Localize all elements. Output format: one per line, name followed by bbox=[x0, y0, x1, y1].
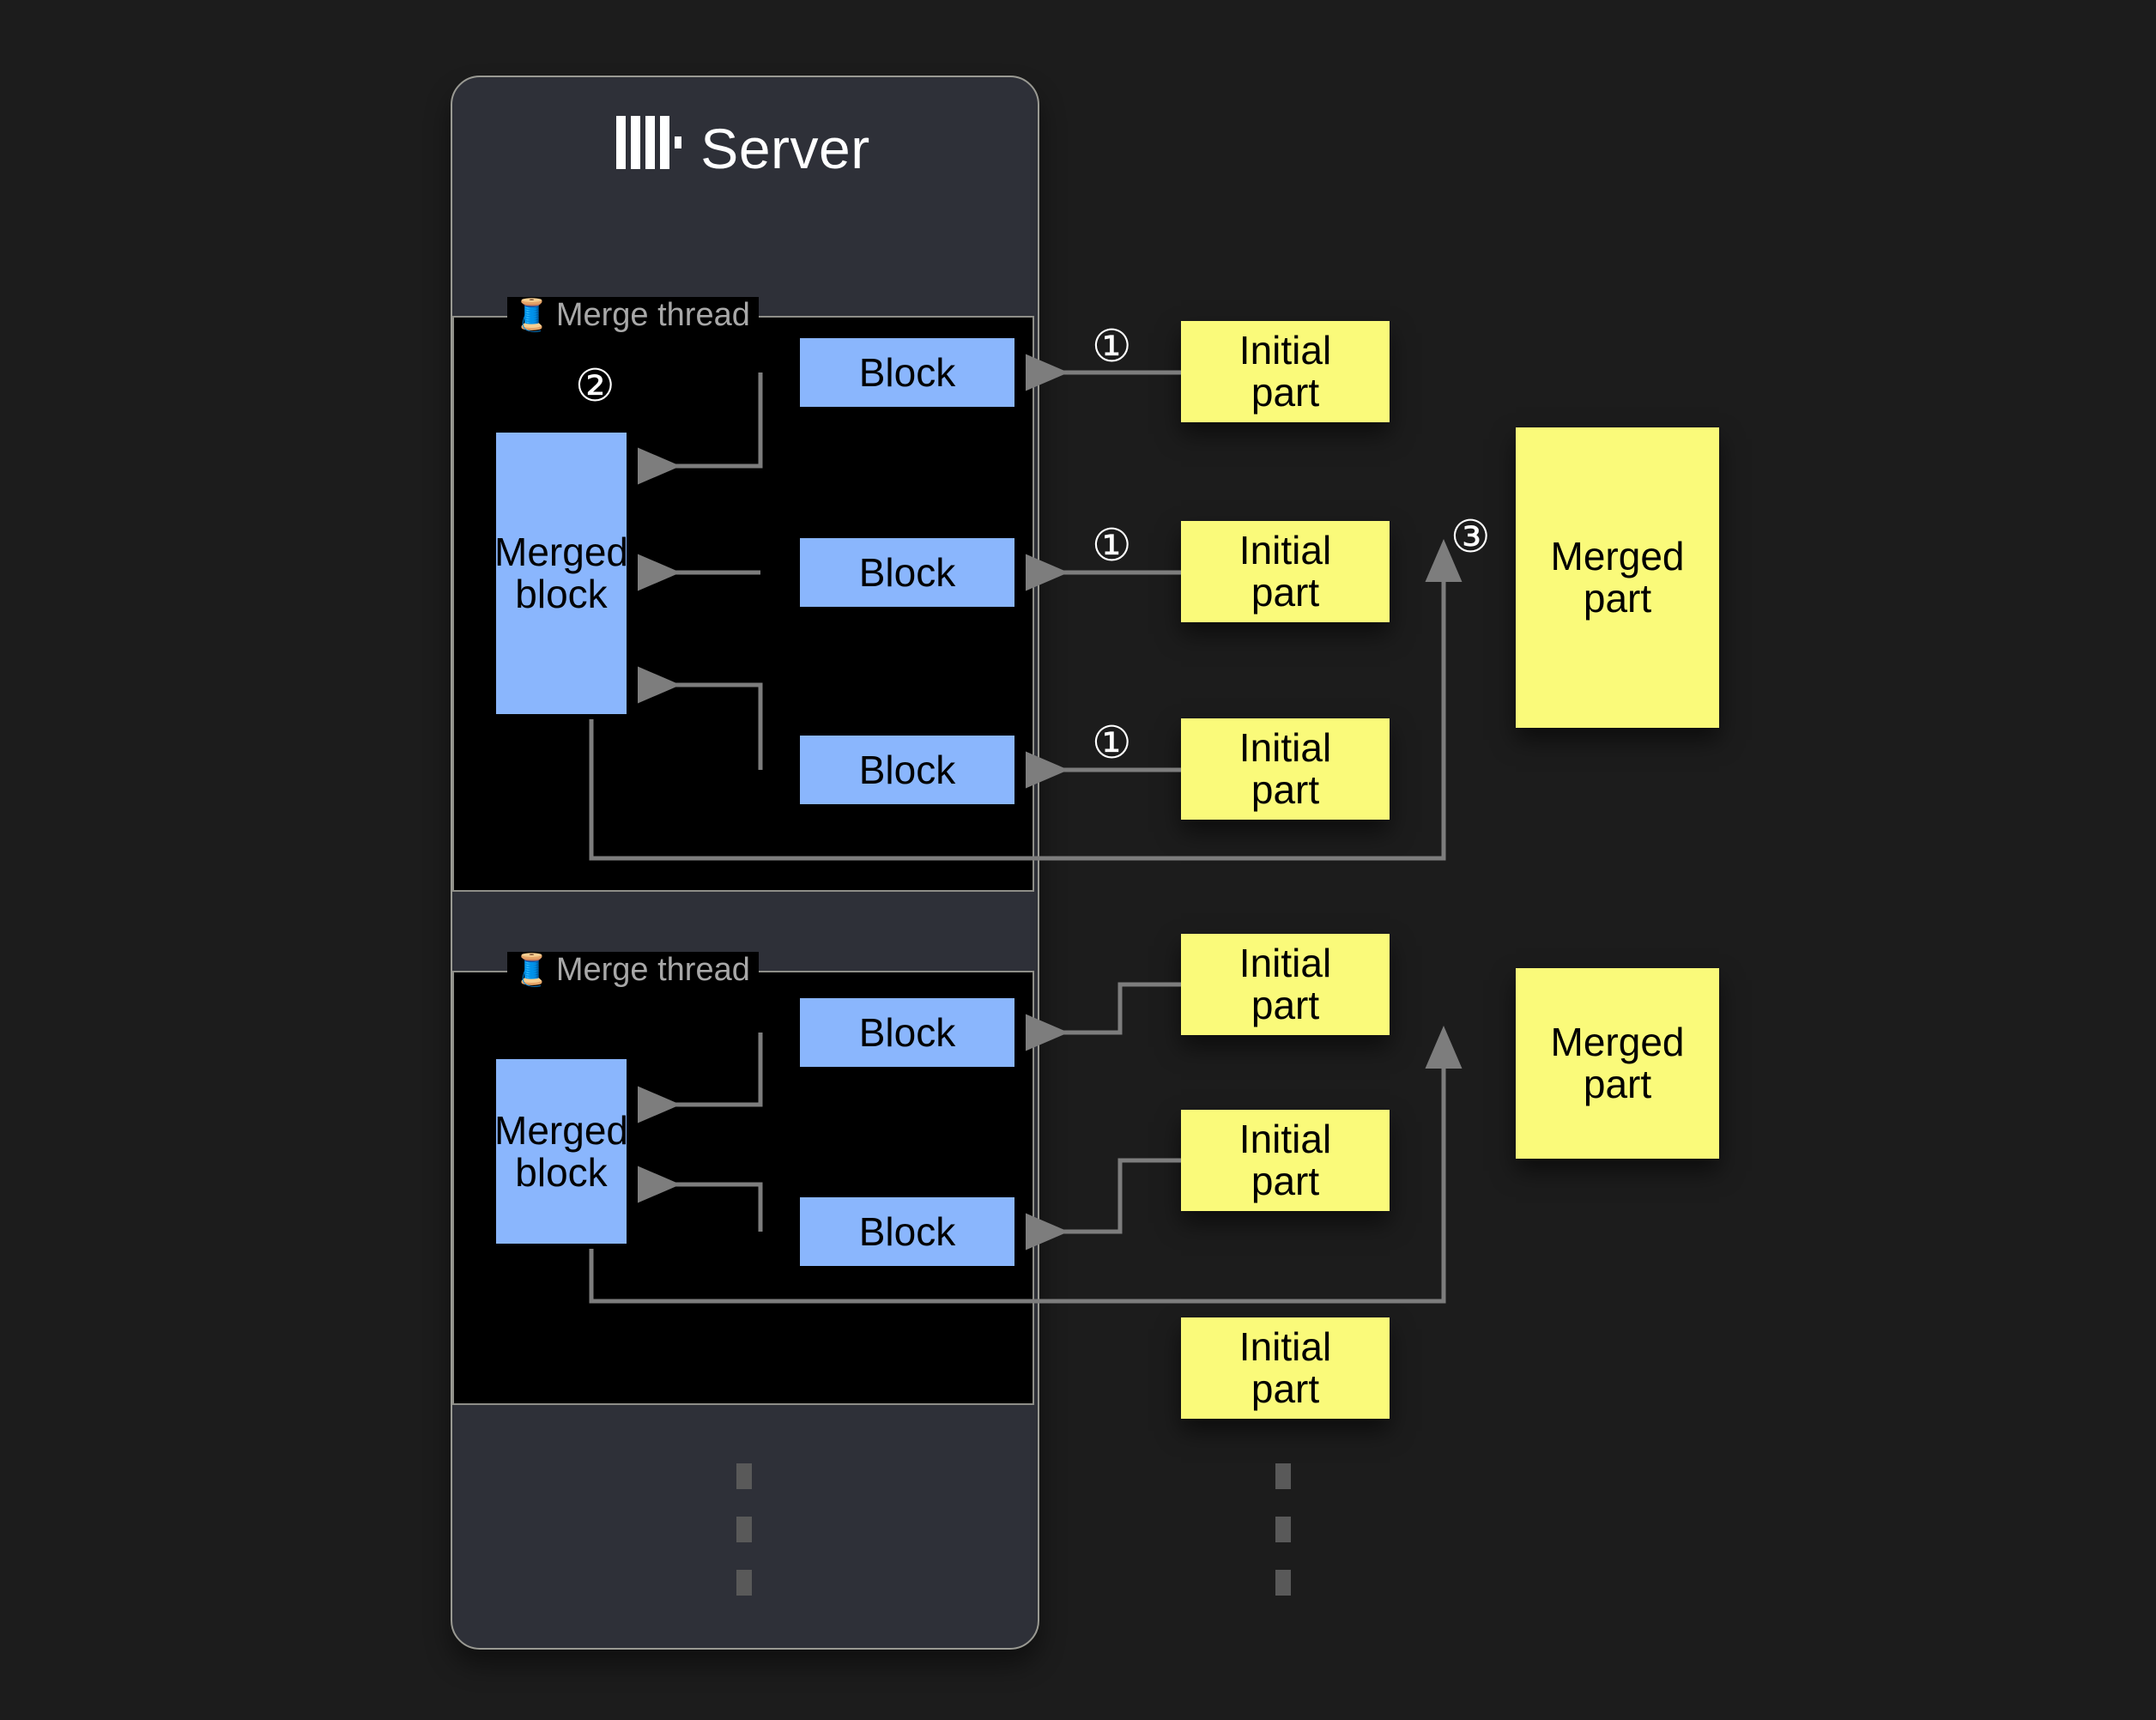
thread-spool-icon: 🧵 bbox=[512, 297, 551, 332]
block-1-2[interactable]: Block bbox=[800, 538, 1014, 607]
merged-part-1[interactable]: Merged part bbox=[1516, 427, 1719, 728]
initial-part-1-3[interactable]: Initial part bbox=[1181, 718, 1390, 820]
block-2-1[interactable]: Block bbox=[800, 998, 1014, 1067]
ellipsis-dot bbox=[1275, 1570, 1291, 1596]
initial-part-2-1-label: Initial part bbox=[1238, 941, 1332, 1027]
block-2-2[interactable]: Block bbox=[800, 1197, 1014, 1266]
initial-part-2-2-label: Initial part bbox=[1238, 1117, 1332, 1203]
initial-part-pending[interactable]: Initial part bbox=[1181, 1317, 1390, 1419]
parts-ellipsis bbox=[1275, 1463, 1291, 1623]
ellipsis-dot bbox=[736, 1570, 752, 1596]
step-marker-two: ② bbox=[575, 364, 615, 409]
initial-part-1-2-label: Initial part bbox=[1238, 528, 1332, 615]
block-1-2-label: Block bbox=[858, 549, 956, 595]
ellipsis-dot bbox=[736, 1463, 752, 1489]
thread-spool-icon: 🧵 bbox=[512, 952, 551, 987]
block-1-3[interactable]: Block bbox=[800, 736, 1014, 804]
step-marker-one-a-symbol: ① bbox=[1092, 321, 1132, 372]
ellipsis-dot bbox=[1275, 1517, 1291, 1542]
merge-thread-label-2: 🧵 Merge thread bbox=[507, 952, 759, 988]
ellipsis-dot bbox=[736, 1517, 752, 1542]
merge-thread-label-1: 🧵 Merge thread bbox=[507, 297, 759, 333]
step-marker-one-b-symbol: ① bbox=[1092, 520, 1132, 572]
block-1-1[interactable]: Block bbox=[800, 338, 1014, 407]
initial-part-1-2[interactable]: Initial part bbox=[1181, 521, 1390, 622]
merged-block-2[interactable]: Merged block bbox=[494, 1059, 628, 1244]
initial-part-2-1[interactable]: Initial part bbox=[1181, 934, 1390, 1035]
merged-block-2-label: Merged block bbox=[494, 1107, 628, 1195]
step-marker-one-b: ① bbox=[1092, 524, 1132, 568]
initial-part-pending-label: Initial part bbox=[1238, 1324, 1332, 1411]
step-marker-three: ③ bbox=[1450, 515, 1491, 560]
block-1-3-label: Block bbox=[858, 747, 956, 792]
server-ellipsis bbox=[736, 1463, 752, 1623]
step-marker-one-c-symbol: ① bbox=[1092, 718, 1132, 769]
merged-part-2-label: Merged part bbox=[1550, 1020, 1685, 1106]
merged-block-1-label: Merged block bbox=[494, 530, 628, 616]
initial-part-1-3-label: Initial part bbox=[1238, 725, 1332, 812]
merged-part-1-label: Merged part bbox=[1550, 534, 1685, 621]
step-marker-three-symbol: ③ bbox=[1450, 512, 1491, 563]
block-2-2-label: Block bbox=[858, 1208, 956, 1254]
initial-part-2-2[interactable]: Initial part bbox=[1181, 1110, 1390, 1211]
step-marker-one-a: ① bbox=[1092, 324, 1132, 369]
block-2-1-label: Block bbox=[858, 1009, 956, 1055]
initial-part-1-1[interactable]: Initial part bbox=[1181, 321, 1390, 422]
merged-block-1[interactable]: Merged block bbox=[494, 433, 628, 714]
ellipsis-dot bbox=[1275, 1463, 1291, 1489]
merge-thread-label-text: Merge thread bbox=[555, 297, 750, 333]
initial-part-1-1-label: Initial part bbox=[1238, 328, 1332, 415]
merged-part-2[interactable]: Merged part bbox=[1516, 968, 1719, 1159]
block-1-1-label: Block bbox=[858, 349, 956, 395]
step-marker-one-c: ① bbox=[1092, 721, 1132, 766]
step-marker-two-symbol: ② bbox=[575, 360, 615, 412]
merge-thread-label-text: Merge thread bbox=[555, 952, 750, 988]
